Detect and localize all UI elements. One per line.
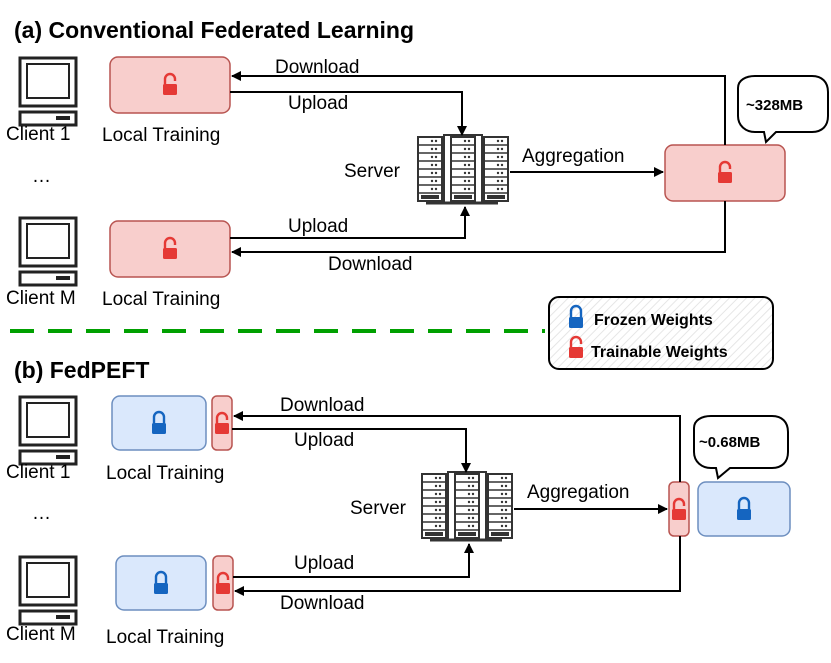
download-label: Download [280, 593, 365, 614]
legend-frozen-label: Frozen Weights [594, 312, 713, 329]
size-bubble [693, 415, 789, 480]
legend-trainable-label: Trainable Weights [591, 344, 728, 361]
server-label: Server [350, 498, 407, 519]
size-bubble [737, 75, 829, 145]
client-1-label: Client 1 [6, 124, 70, 145]
section-a-title: (a) Conventional Federated Learning [14, 17, 414, 43]
download-arrow [231, 71, 726, 145]
section-b-title: (b) FedPEFT [14, 357, 149, 383]
upload-label: Upload [288, 216, 348, 237]
client-m-computer-icon [18, 555, 78, 626]
download-label: Download [328, 254, 413, 275]
upload-arrow [233, 543, 474, 578]
server-icon [422, 472, 512, 540]
download-arrow [231, 201, 726, 257]
upload-arrow [230, 206, 470, 239]
server-label: Server [344, 161, 401, 182]
client-1-label: Client 1 [6, 462, 70, 483]
aggregation-label: Aggregation [527, 482, 629, 503]
size-bubble-text: ~0.68MB [699, 434, 760, 451]
local-training-label: Local Training [106, 627, 224, 648]
client-m-label: Client M [6, 288, 76, 309]
local-training-label: Local Training [102, 289, 220, 310]
client-1-computer-icon [18, 56, 78, 127]
client-1-computer-icon [18, 395, 78, 466]
aggregation-label: Aggregation [522, 146, 624, 167]
upload-arrow [230, 91, 467, 136]
client-m-computer-icon [18, 216, 78, 287]
upload-label: Upload [294, 553, 354, 574]
legend-box [548, 296, 774, 370]
download-arrow [234, 536, 681, 596]
upload-label: Upload [288, 93, 348, 114]
size-bubble-text: ~328MB [746, 97, 803, 114]
local-training-label: Local Training [102, 125, 220, 146]
ellipsis: … [32, 503, 51, 524]
download-label: Download [275, 57, 360, 78]
upload-arrow [232, 428, 471, 473]
download-label: Download [280, 395, 365, 416]
upload-label: Upload [294, 430, 354, 451]
server-icon [418, 135, 508, 203]
download-arrow [233, 411, 681, 482]
local-training-label: Local Training [106, 463, 224, 484]
ellipsis: … [32, 166, 51, 187]
client-m-label: Client M [6, 624, 76, 645]
